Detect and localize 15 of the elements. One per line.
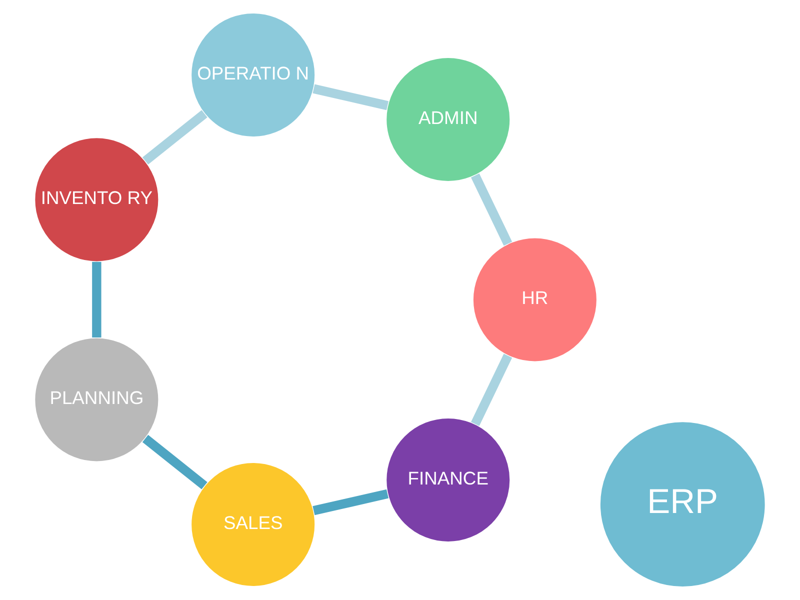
connector [92,262,102,338]
node-circle: OPERATIO N [190,12,316,138]
node-circle: ADMIN [385,56,511,182]
node-circle: PLANNING [34,337,160,462]
connector [470,354,512,426]
node-circle: INVENTO RY [34,137,160,262]
connector [470,174,512,246]
node-circle: SALES [190,462,316,588]
connector [312,84,389,110]
connector [142,434,208,490]
node-circle: HR [472,237,598,362]
connector [142,110,208,164]
connector [312,489,389,516]
node-circle: ERP [599,421,766,588]
node-circle: FINANCE [385,417,511,543]
